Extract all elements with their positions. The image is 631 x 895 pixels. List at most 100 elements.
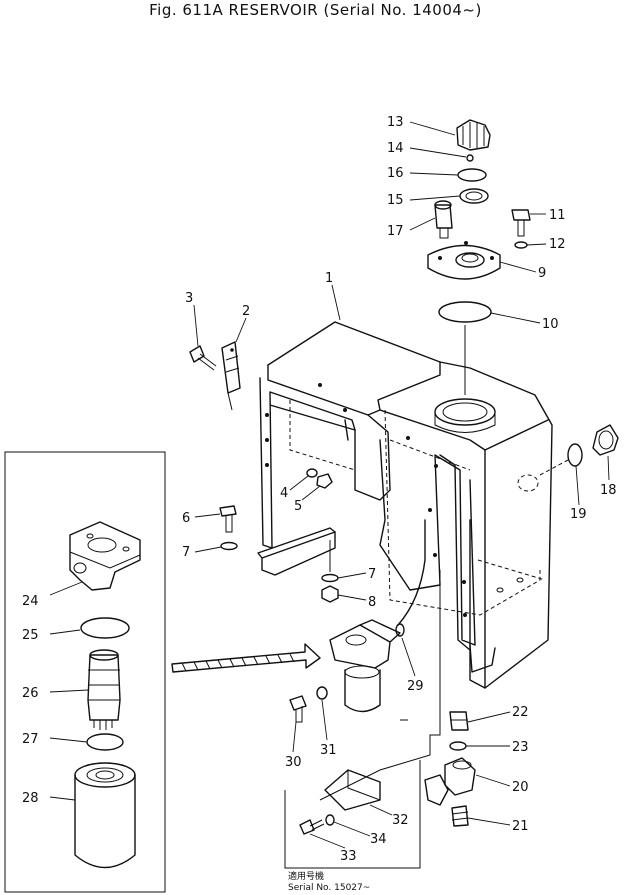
callout-7a: 7 [182,545,190,560]
washer-7-lower [321,573,339,583]
callout-23: 23 [512,740,529,755]
tank-body-1 [257,321,553,689]
o-ring-25 [80,617,130,639]
o-ring-27 [86,733,124,751]
hose-upper [397,519,426,626]
leader-28 [49,796,76,801]
callout-1: 1 [325,271,333,286]
callout-24: 24 [22,594,39,609]
leader-13 [409,121,456,136]
leader-21 [467,817,511,826]
callout-25: 25 [22,628,39,643]
callout-9: 9 [538,266,546,281]
filter-head-24 [69,521,141,591]
cartridge-28 [74,762,136,869]
callout-19: 19 [570,507,587,522]
callout-32: 32 [392,813,409,828]
leader-8 [337,594,367,601]
washer-12 [514,241,528,249]
callout-17: 17 [387,224,404,239]
figure-title: Fig. 611A RESERVOIR (Serial No. 14004~) [0,0,631,20]
cover-9 [427,241,501,280]
leader-14 [409,147,467,158]
leader-12 [526,243,547,246]
callout-22: 22 [512,705,529,720]
bolt-6 [219,505,237,533]
leader-4 [289,475,309,491]
plug-center-line [539,459,569,476]
ball-14 [466,154,474,162]
filter-assembly [329,619,401,713]
plug-18 [592,424,619,456]
leader-7a [194,546,222,553]
level-gauge-2 [221,341,241,411]
serial-inset-frame [284,760,421,869]
washer-4 [306,468,318,478]
leader-3 [193,304,199,347]
leader-20 [475,774,511,787]
leader-22 [467,711,511,723]
seal-15 [459,188,489,204]
leader-32 [369,804,393,816]
leader-10 [490,312,541,324]
callout-5: 5 [294,499,302,514]
callout-10: 10 [542,317,559,332]
callout-21: 21 [512,819,529,834]
callout-8: 8 [368,595,376,610]
elbow-22 [449,711,469,731]
plug-17 [434,200,453,239]
callout-11: 11 [549,208,566,223]
leader-30 [292,721,297,753]
bracket-32 [324,769,381,811]
leader-34 [333,821,371,837]
serial-note-en: Serial No. 15027~ [288,883,370,893]
washer-31 [316,686,328,700]
leader-29 [401,637,416,677]
nut-5 [316,473,333,489]
callout-12: 12 [549,237,566,252]
washer-34 [325,814,335,826]
callout-6: 6 [182,511,190,526]
figure-name: Fig. 611A RESERVOIR [149,1,319,19]
callout-2: 2 [242,304,250,319]
callout-28: 28 [22,791,39,806]
leader-16 [409,172,459,176]
leader-33 [309,833,346,849]
leader-31 [321,699,328,741]
callout-16: 16 [387,166,404,181]
leader-15 [409,195,461,201]
adapter-26 [87,649,121,730]
leader-9 [499,261,537,273]
callout-15: 15 [387,193,404,208]
callout-14: 14 [387,141,404,156]
leader-1 [331,284,341,321]
o-ring-29 [395,623,405,637]
callout-30: 30 [285,755,302,770]
nut-8 [321,585,339,603]
serial-note-jp: 適用号機 [288,870,324,882]
washer-7-upper [220,541,238,551]
leader-26 [49,689,89,693]
leader-27 [49,737,88,743]
callout-34: 34 [370,832,387,847]
bolt-33 [299,819,325,835]
callout-29: 29 [407,679,424,694]
o-ring-10 [438,301,492,323]
callout-3: 3 [185,291,193,306]
plug-21 [451,805,469,827]
callout-13: 13 [387,115,404,130]
callout-4: 4 [280,486,288,501]
hatched-arrow [171,643,321,673]
o-ring-23 [449,741,467,751]
callout-31: 31 [320,743,337,758]
bolt-11 [511,209,531,237]
leader-17 [409,217,436,231]
leader-19 [575,465,580,506]
gasket-16 [457,168,487,182]
callout-7b: 7 [368,567,376,582]
callout-26: 26 [22,686,39,701]
leader-7b [337,572,367,579]
callout-20: 20 [512,780,529,795]
leader-2 [235,317,247,343]
